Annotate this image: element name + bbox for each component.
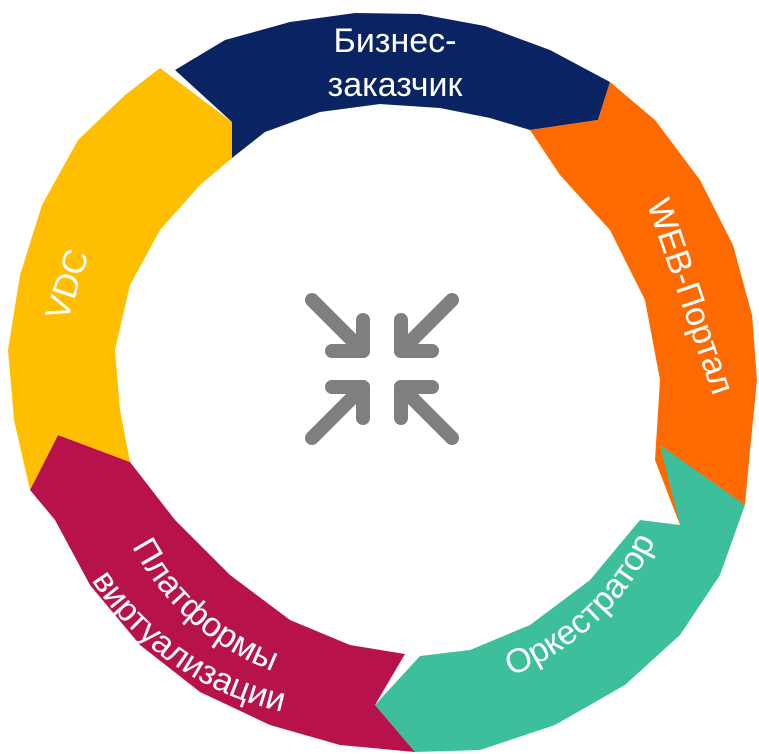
segment-vdc xyxy=(8,68,232,490)
collapse-arrows-icon xyxy=(305,293,459,445)
label-business-line1: Бизнес- xyxy=(334,22,457,60)
segment-web-portal xyxy=(530,82,757,525)
segment-business-customer xyxy=(175,13,610,158)
segment-orchestrator xyxy=(375,445,745,752)
label-business-line2: заказчик xyxy=(328,66,464,104)
segment-virtualization-platforms xyxy=(30,435,415,752)
